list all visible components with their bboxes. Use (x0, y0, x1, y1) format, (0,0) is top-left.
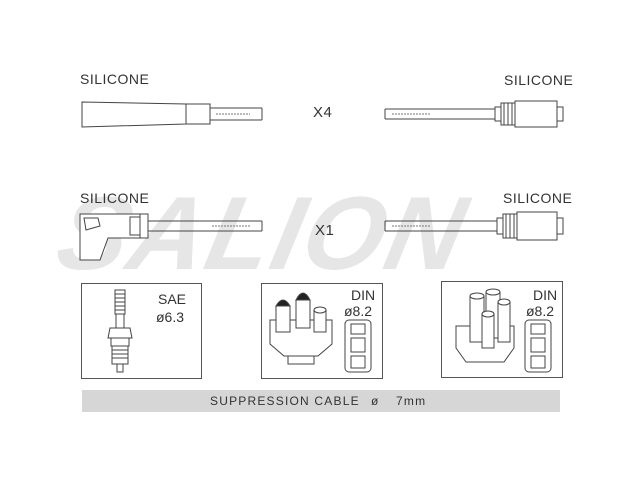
straight-boot-coil-end-2 (384, 211, 564, 241)
box3-diameter: ø8.2 (526, 303, 555, 319)
connector-din-icon (344, 319, 372, 373)
spark-plug-icon (107, 289, 133, 373)
box1-diameter: ø6.3 (156, 309, 185, 325)
connector-din-icon-2 (524, 319, 552, 373)
suppression-cable-band: SUPPRESSION CABLE ø 7mm (82, 390, 560, 412)
straight-boot-coil-end (384, 100, 564, 128)
quantity-x4-label: X4 (313, 104, 333, 121)
silicone-label-mid-right: SILICONE (503, 190, 573, 206)
distributor-cap-icon (269, 292, 372, 373)
silicone-label-mid-left: SILICONE (80, 190, 150, 206)
cable-type-label: SUPPRESSION CABLE (210, 394, 360, 408)
silicone-label-top-right: SILICONE (504, 72, 574, 88)
angled-boot-plug-end (79, 213, 263, 261)
silicone-label-top-left: SILICONE (80, 71, 150, 87)
quantity-x1-label: X1 (315, 222, 335, 239)
box1-standard: SAE (158, 291, 187, 307)
cable-diameter-value: 7mm (396, 394, 427, 408)
multi-tower-cap-icon (455, 288, 552, 373)
straight-boot-plug-end (81, 101, 263, 128)
box2-diameter: ø8.2 (344, 303, 373, 319)
terminal-box-din-1: DIN ø8.2 (261, 283, 383, 379)
terminal-box-din-2: DIN ø8.2 (441, 281, 563, 378)
diameter-symbol: ø (371, 394, 380, 408)
terminal-box-sae: SAE ø6.3 (81, 283, 202, 379)
box3-standard: DIN (533, 287, 558, 303)
box2-standard: DIN (351, 287, 376, 303)
